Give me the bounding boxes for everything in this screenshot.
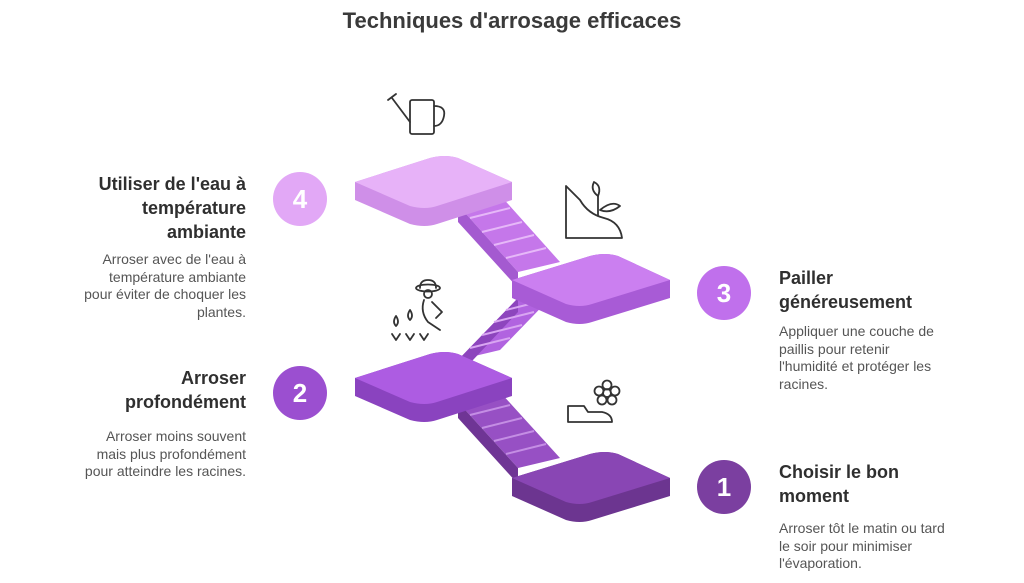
stair-1-2: [458, 392, 560, 484]
step-1-description: Arroser tôt le matin ou tard le soir pou…: [779, 520, 945, 571]
stair-3-4: [458, 195, 560, 288]
step-1-badge: 1: [697, 460, 751, 514]
step-4-title: Utiliser de l'eau à température ambiante: [98, 174, 246, 242]
plant-soil-icon: [565, 181, 623, 239]
sprout-shoe-icon: [567, 379, 621, 423]
step-3-description: Appliquer une couche de paillis pour ret…: [779, 323, 934, 392]
watering-can-icon: [387, 93, 446, 135]
step-3-title: Pailler généreusement: [779, 268, 913, 312]
platform-4: [355, 156, 512, 226]
gardener-icon: [391, 279, 443, 341]
step-2-description: Arroser moins souvent mais plus profondé…: [84, 428, 246, 479]
step-4-badge: 4: [273, 172, 327, 226]
step-2-title: Arroser profondément: [125, 368, 246, 412]
step-2-badge: 2: [273, 366, 327, 420]
platform-1: [512, 452, 670, 522]
platform-3: [512, 254, 670, 324]
step-1-title: Choisir le bon moment: [779, 462, 900, 506]
page-title: Techniques d'arrosage efficaces: [342, 8, 682, 33]
step-4-description: Arroser avec de l'eau à température ambi…: [84, 251, 246, 320]
step-3-badge: 3: [697, 266, 751, 320]
platform-2: [355, 352, 512, 422]
